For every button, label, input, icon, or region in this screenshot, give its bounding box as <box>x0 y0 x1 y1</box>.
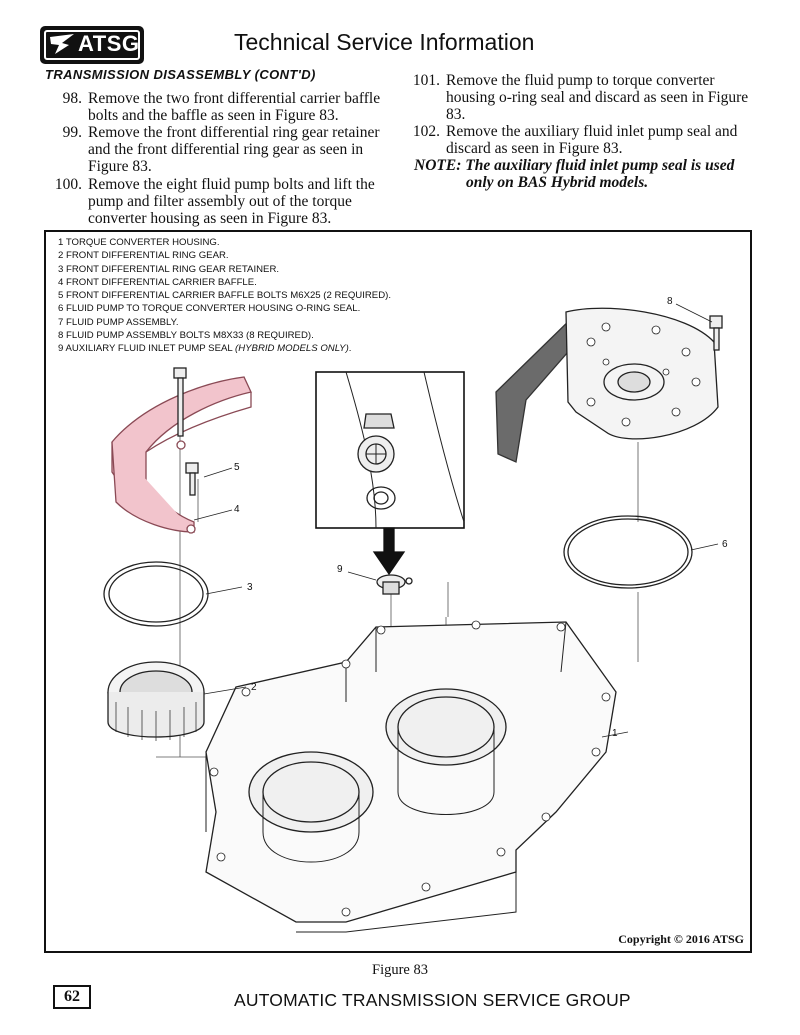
legend-item: 4 FRONT DIFFERENTIAL CARRIER BAFFLE. <box>58 276 257 288</box>
legend: 1 TORQUE CONVERTER HOUSING. 2 FRONT DIFF… <box>58 236 391 356</box>
step-number: 98. <box>62 90 82 107</box>
step-text: Remove the fluid pump to torque converte… <box>446 72 749 123</box>
logo-text: ATSG <box>78 31 140 56</box>
legend-item: 3 FRONT DIFFERENTIAL RING GEAR RETAINER. <box>58 263 280 275</box>
footer: AUTOMATIC TRANSMISSION SERVICE GROUP <box>234 990 631 1010</box>
step-number: 101. <box>412 72 440 89</box>
section-title: TRANSMISSION DISASSEMBLY (CONT'D) <box>45 67 316 82</box>
exploded-diagram: 1 2 3 4 5 6 8 9 <box>103 296 728 933</box>
legend-text: 9 AUXILIARY FLUID INLET PUMP SEAL <box>58 343 236 355</box>
step-98: 98. Remove the two front differential ca… <box>50 90 390 124</box>
callout-4: 4 <box>234 504 240 515</box>
callout-9: 9 <box>337 564 343 575</box>
legend-item: 1 TORQUE CONVERTER HOUSING. <box>58 237 220 248</box>
step-101: 101. Remove the fluid pump to torque con… <box>408 72 758 123</box>
page-number: 62 <box>53 985 91 1009</box>
note-rest: only on BAS Hybrid models. <box>466 174 649 191</box>
step-100: 100. Remove the eight fluid pump bolts a… <box>50 176 390 227</box>
legend-italic: (HYBRID MODELS ONLY) <box>235 343 349 355</box>
step-text: Remove the eight fluid pump bolts and li… <box>88 176 375 227</box>
step-text: Remove the auxiliary fluid inlet pump se… <box>446 123 738 157</box>
step-99: 99. Remove the front differential ring g… <box>50 124 390 175</box>
legend-item: 5 FRONT DIFFERENTIAL CARRIER BAFFLE BOLT… <box>58 290 391 302</box>
step-text: Remove the two front differential carrie… <box>88 90 381 124</box>
step-102: 102. Remove the auxiliary fluid inlet pu… <box>408 123 758 157</box>
legend-after: . <box>348 343 352 355</box>
page-title: Technical Service Information <box>234 29 535 55</box>
wing-icon <box>50 34 74 54</box>
callout-1: 1 <box>612 728 618 739</box>
figure-83: 1 2 3 4 5 6 8 9 1 TORQUE CONVERTER HOUSI… <box>44 230 752 953</box>
callout-3: 3 <box>247 582 253 593</box>
legend-item: 9 AUXILIARY FLUID INLET PUMP SEAL (HYBRI… <box>58 342 391 355</box>
legend-item: 8 FLUID PUMP ASSEMBLY BOLTS M8X33 (8 REQ… <box>58 330 314 342</box>
step-number: 102. <box>412 123 440 140</box>
legend-item: 2 FRONT DIFFERENTIAL RING GEAR. <box>58 250 229 262</box>
callout-8: 8 <box>667 296 673 307</box>
note-first: NOTE: The auxiliary fluid inlet pump sea… <box>414 157 735 174</box>
copyright: Copyright © 2016 ATSG <box>618 932 744 946</box>
step-text: Remove the front differential ring gear … <box>88 124 380 175</box>
legend-item: 7 FLUID PUMP ASSEMBLY. <box>58 316 179 328</box>
callout-6: 6 <box>722 539 728 550</box>
step-number: 99. <box>62 124 82 141</box>
callout-5: 5 <box>234 462 240 473</box>
atsg-logo: ATSG <box>40 26 144 64</box>
figure-caption: Figure 83 <box>372 962 428 978</box>
step-number: 100. <box>54 176 82 193</box>
note: NOTE: The auxiliary fluid inlet pump sea… <box>414 157 754 191</box>
legend-item: 6 FLUID PUMP TO TORQUE CONVERTER HOUSING… <box>58 303 361 315</box>
callout-2: 2 <box>251 682 257 693</box>
